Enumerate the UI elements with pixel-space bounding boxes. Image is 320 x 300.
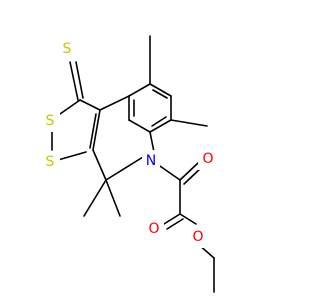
structure-drawing: S S S N O O O: [40, 35, 218, 293]
sulfur-label: S: [46, 113, 55, 129]
oxygen-label: O: [192, 229, 203, 245]
atom-o-keto: O: [198, 148, 218, 170]
bond: [92, 109, 101, 151]
thione-bond-2: [75, 61, 84, 99]
atom-o-ester: O: [188, 226, 208, 248]
sulfur-label: S: [63, 41, 72, 57]
bond: [151, 116, 167, 127]
bond: [149, 83, 172, 97]
oxygen-label: O: [202, 151, 213, 167]
molecule-canvas: S S S N O O O: [40, 35, 218, 293]
atom-s-lower: S: [40, 151, 60, 173]
benzene-ring: [128, 83, 172, 133]
ester-carbonyl-bond-1: [163, 213, 181, 225]
dihydroquinoline-ring: [89, 95, 156, 181]
n-acyl-bond: [156, 163, 181, 181]
atom-s-thione: S: [57, 38, 77, 60]
bond: [59, 99, 81, 115]
bond: [92, 149, 107, 181]
keto-bond-1: [179, 162, 199, 181]
bond: [99, 95, 130, 111]
bond: [152, 89, 168, 99]
bond: [79, 99, 101, 111]
bond: [128, 83, 151, 97]
methyl-gem-2: [105, 179, 121, 217]
methyl-gem-1: [83, 179, 107, 217]
bond: [105, 156, 144, 181]
oxygen-label: O: [148, 221, 159, 237]
bond: [149, 119, 172, 133]
thione-bond-1: [69, 61, 79, 101]
dithiole-ring: [51, 99, 101, 161]
sulfur-label: S: [46, 154, 55, 170]
methyl-right: [170, 119, 208, 127]
atom-o-ester-carbonyl: O: [144, 218, 164, 240]
bond: [128, 119, 151, 133]
ester-o-bond: [179, 213, 197, 225]
nitrogen-label: N: [146, 153, 156, 169]
bond: [57, 151, 87, 161]
bond: [89, 113, 97, 149]
ester-carbonyl-bond-2: [166, 218, 184, 230]
atom-s-upper: S: [40, 110, 60, 132]
atom-n-ring: N: [142, 150, 160, 172]
